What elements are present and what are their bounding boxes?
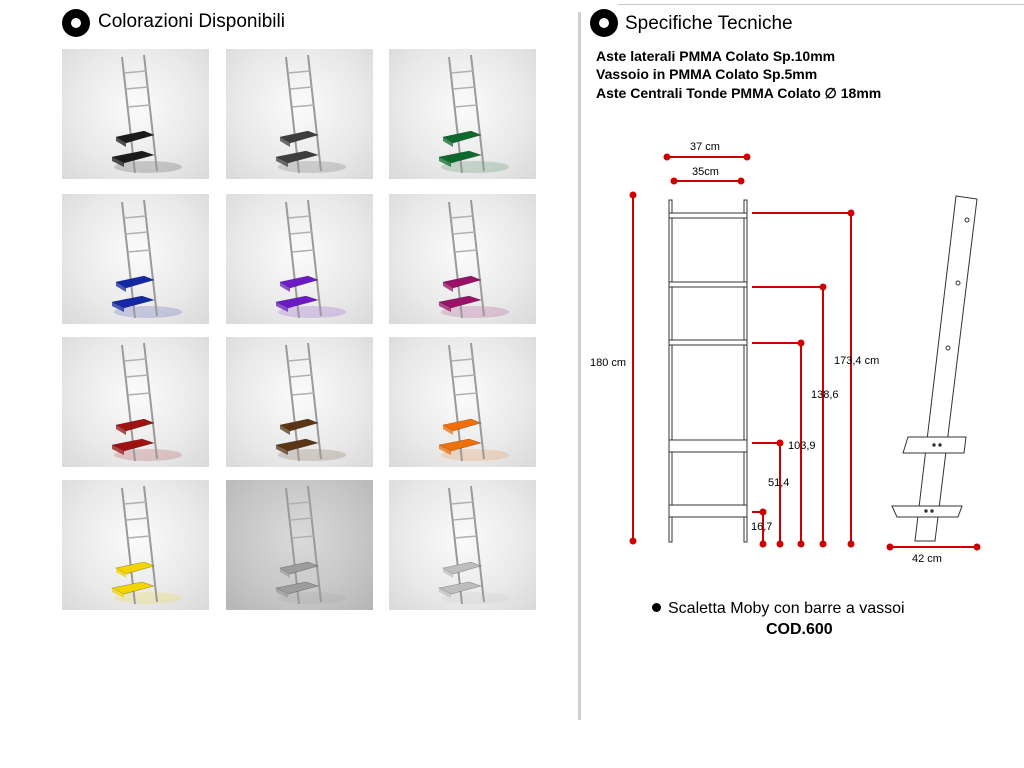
dim-point <box>776 540 784 548</box>
dim-point <box>629 537 637 545</box>
dim-label-width-inner: 35cm <box>692 166 719 178</box>
top-rule <box>618 4 1024 5</box>
color-swatch-blue <box>62 194 209 324</box>
dim-point <box>663 153 671 161</box>
colors-section-title: Colorazioni Disponibili <box>98 11 285 32</box>
dim-point <box>847 540 855 548</box>
dim-label-height-total: 180 cm <box>590 357 626 369</box>
dim-point <box>973 543 981 551</box>
product-code: COD.600 <box>766 621 833 638</box>
dim-point <box>759 508 767 516</box>
dim-point <box>847 209 855 217</box>
color-swatch-smoke <box>226 49 373 179</box>
ladder-front-view <box>668 199 748 543</box>
dim-point <box>737 177 745 185</box>
color-swatch-black <box>62 49 209 179</box>
dim-point <box>819 540 827 548</box>
color-swatch-yellow <box>62 480 209 610</box>
dim-point <box>797 540 805 548</box>
color-swatch-brown <box>226 337 373 467</box>
dim-label-138: 138,6 <box>811 389 839 401</box>
dim-point <box>759 540 767 548</box>
color-swatch-transparent-grey <box>226 480 373 610</box>
specs-section-title: Specifiche Tecniche <box>625 13 793 34</box>
color-swatch-green <box>389 49 536 179</box>
color-swatch-transparent <box>389 480 536 610</box>
dim-point <box>819 283 827 291</box>
dim-point <box>629 191 637 199</box>
dim-point <box>743 153 751 161</box>
color-swatch-magenta <box>389 194 536 324</box>
section-divider <box>578 12 581 720</box>
dim-label-51: 51,4 <box>768 477 789 489</box>
dim-point <box>670 177 678 185</box>
dim-point <box>776 439 784 447</box>
spec-line-central-bars: Aste Centrali Tonde PMMA Colato ∅ 18mm <box>596 85 882 101</box>
ladder-side-view <box>891 195 978 542</box>
color-swatch-red <box>62 337 209 467</box>
dim-label-width-outer: 37 cm <box>690 141 720 153</box>
spec-line-side-rails: Aste laterali PMMA Colato Sp.10mm <box>596 48 836 64</box>
dim-label-173: 173,4 cm <box>834 355 879 367</box>
caption-bullet-icon <box>652 603 661 612</box>
color-swatch-violet <box>226 194 373 324</box>
section-bullet-icon <box>62 9 90 37</box>
spec-line-tray: Vassoio in PMMA Colato Sp.5mm <box>596 66 818 82</box>
dim-label-16: 16,7 <box>751 521 772 533</box>
product-caption: Scaletta Moby con barre a vassoi <box>652 600 905 618</box>
color-swatch-orange <box>389 337 536 467</box>
dim-point <box>886 543 894 551</box>
dim-line-138 <box>752 286 824 544</box>
dim-label-depth: 42 cm <box>912 553 942 565</box>
section-bullet-icon <box>590 9 618 37</box>
dim-point <box>797 339 805 347</box>
product-caption-text: Scaletta Moby con barre a vassoi <box>668 600 905 617</box>
dim-label-103: 103,9 <box>788 440 816 452</box>
